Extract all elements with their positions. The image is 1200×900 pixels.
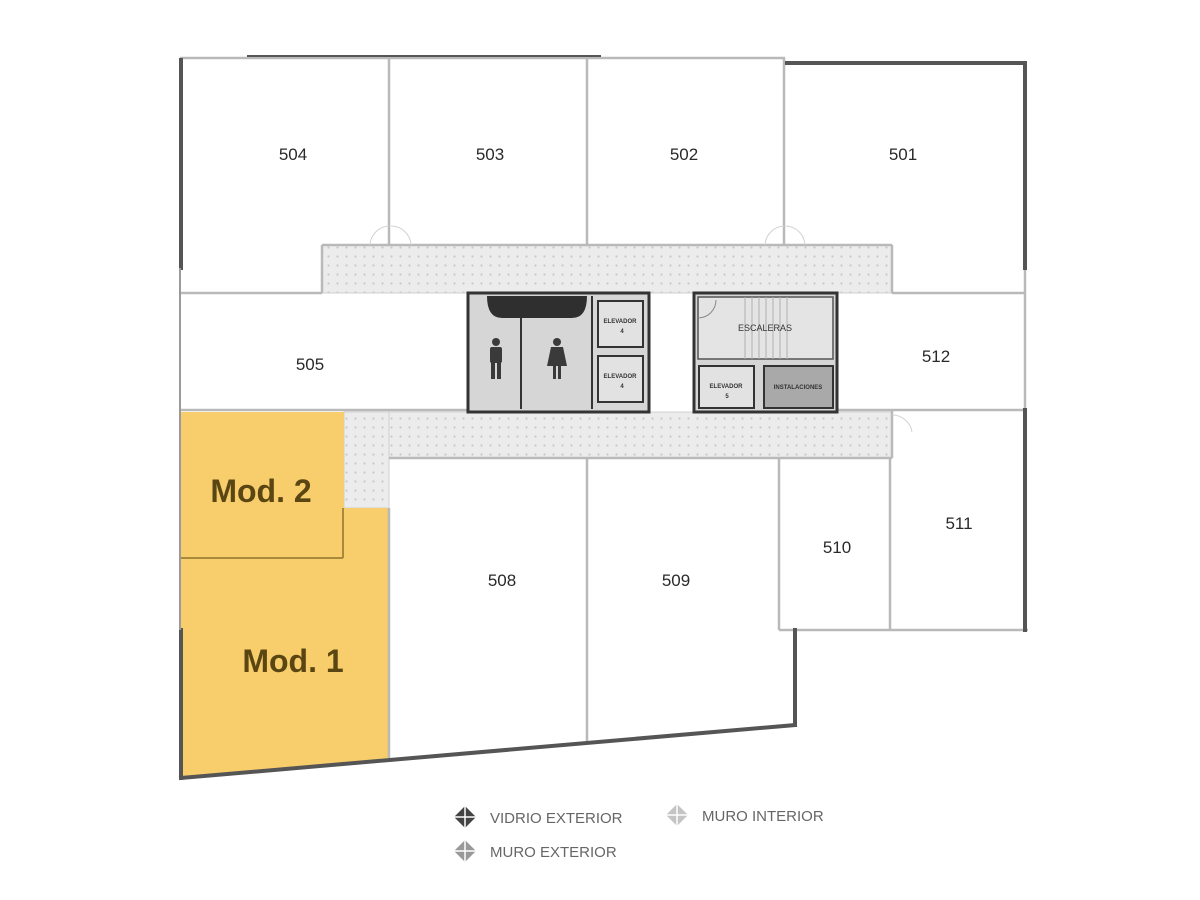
room-508-label: 508 <box>488 571 516 590</box>
room-510-label: 510 <box>823 538 851 557</box>
mod2-label: Mod. 2 <box>210 473 311 509</box>
elevator-3-number: 5 <box>725 394 729 400</box>
services-room <box>763 365 834 409</box>
room-512-label: 512 <box>922 347 950 366</box>
mod1-label: Mod. 1 <box>242 643 343 679</box>
door-arcs <box>369 225 913 433</box>
room-501-label: 501 <box>889 145 917 164</box>
room-labels: 504 503 502 501 505 512 508 509 510 511 <box>279 145 973 590</box>
corridor <box>321 244 893 509</box>
room-502-label: 502 <box>670 145 698 164</box>
interior-walls <box>180 56 1028 758</box>
module-labels: Mod. 2 Mod. 1 <box>210 473 343 679</box>
women-restroom-icon <box>547 338 567 379</box>
room-503-label: 503 <box>476 145 504 164</box>
room-505-label: 505 <box>296 355 324 374</box>
elevator-1 <box>597 300 644 348</box>
elevator-3 <box>698 365 755 409</box>
muro-exterior-icon <box>454 840 476 862</box>
exterior-walls <box>178 55 1027 781</box>
room-504-label: 504 <box>279 145 307 164</box>
restroom-core: ELEVADOR 4 ELEVADOR 4 <box>466 291 651 414</box>
men-restroom-icon <box>490 338 502 379</box>
muro-interior-icon <box>666 804 688 826</box>
elevator-2 <box>597 355 644 403</box>
module-areas <box>180 412 390 778</box>
room-509-label: 509 <box>662 571 690 590</box>
elevator-3-label: ELEVADOR <box>710 384 744 390</box>
room-511-label: 511 <box>945 514 972 533</box>
legend-muro-exterior: MURO EXTERIOR <box>490 844 617 861</box>
vidrio-exterior-icon <box>454 806 476 828</box>
stair-core: ESCALERAS ELEVADOR 5 INSTALACIONES <box>692 291 839 414</box>
services-label: INSTALACIONES <box>774 385 823 391</box>
mod1-area[interactable] <box>180 508 390 778</box>
legend-muro-interior: MURO INTERIOR <box>702 808 824 825</box>
elevator-2-label: ELEVADOR <box>604 374 638 380</box>
elevator-1-number: 4 <box>620 329 624 335</box>
legend: VIDRIO EXTERIOR MURO EXTERIOR MURO INTER… <box>454 804 824 862</box>
elevator-2-number: 4 <box>620 384 624 390</box>
legend-vidrio-exterior: VIDRIO EXTERIOR <box>490 810 623 827</box>
stairs-label: ESCALERAS <box>738 323 792 333</box>
elevator-1-label: ELEVADOR <box>604 319 638 325</box>
mod2-area[interactable] <box>180 412 344 558</box>
